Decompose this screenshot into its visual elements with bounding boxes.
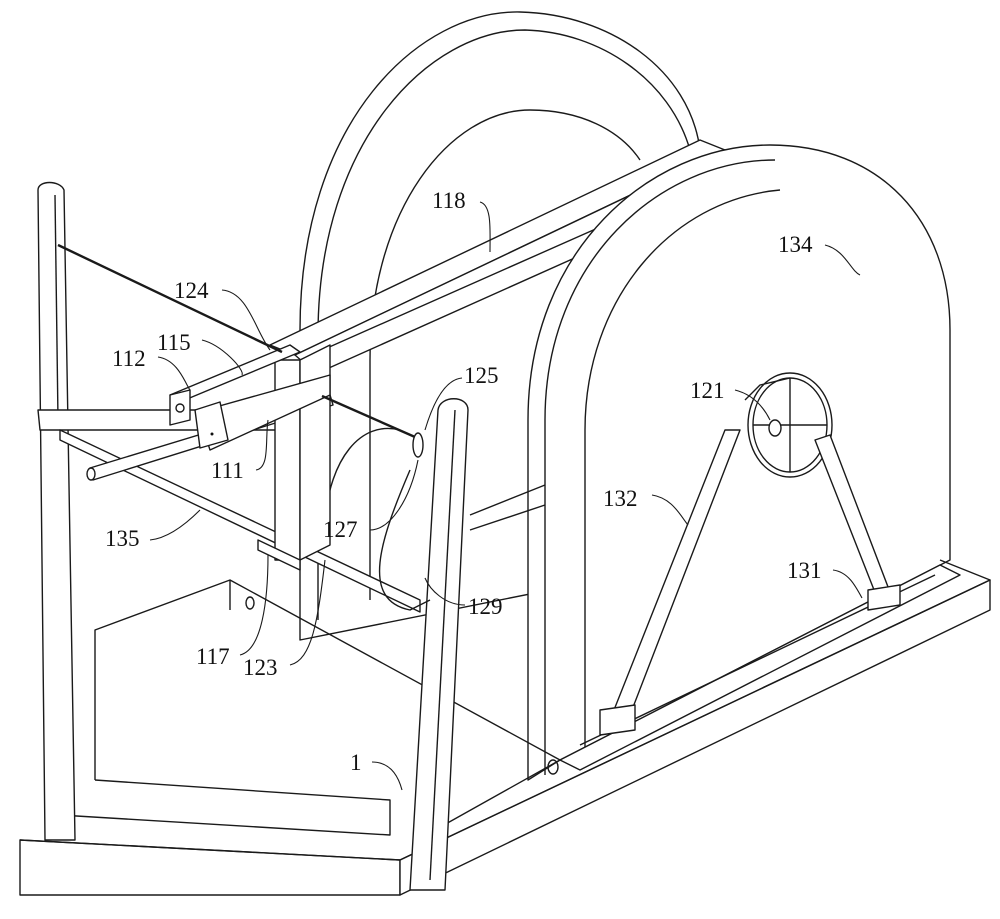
label-132: 132 <box>603 486 638 511</box>
label-111: 111 <box>211 458 244 483</box>
label-135: 135 <box>105 526 140 551</box>
label-117: 117 <box>196 644 230 669</box>
label-129: 129 <box>468 594 503 619</box>
label-125: 125 <box>464 363 499 388</box>
label-115: 115 <box>157 330 191 355</box>
label-121: 121 <box>690 378 725 403</box>
label-127: 127 <box>323 517 358 542</box>
label-123: 123 <box>243 655 278 680</box>
label-112: 112 <box>112 346 146 371</box>
label-118: 118 <box>432 188 466 213</box>
left-post <box>38 183 280 841</box>
label-124: 124 <box>174 278 209 303</box>
label-131: 131 <box>787 558 822 583</box>
pulley-125 <box>413 433 423 457</box>
label-1: 1 <box>350 750 362 775</box>
label-134: 134 <box>778 232 813 257</box>
